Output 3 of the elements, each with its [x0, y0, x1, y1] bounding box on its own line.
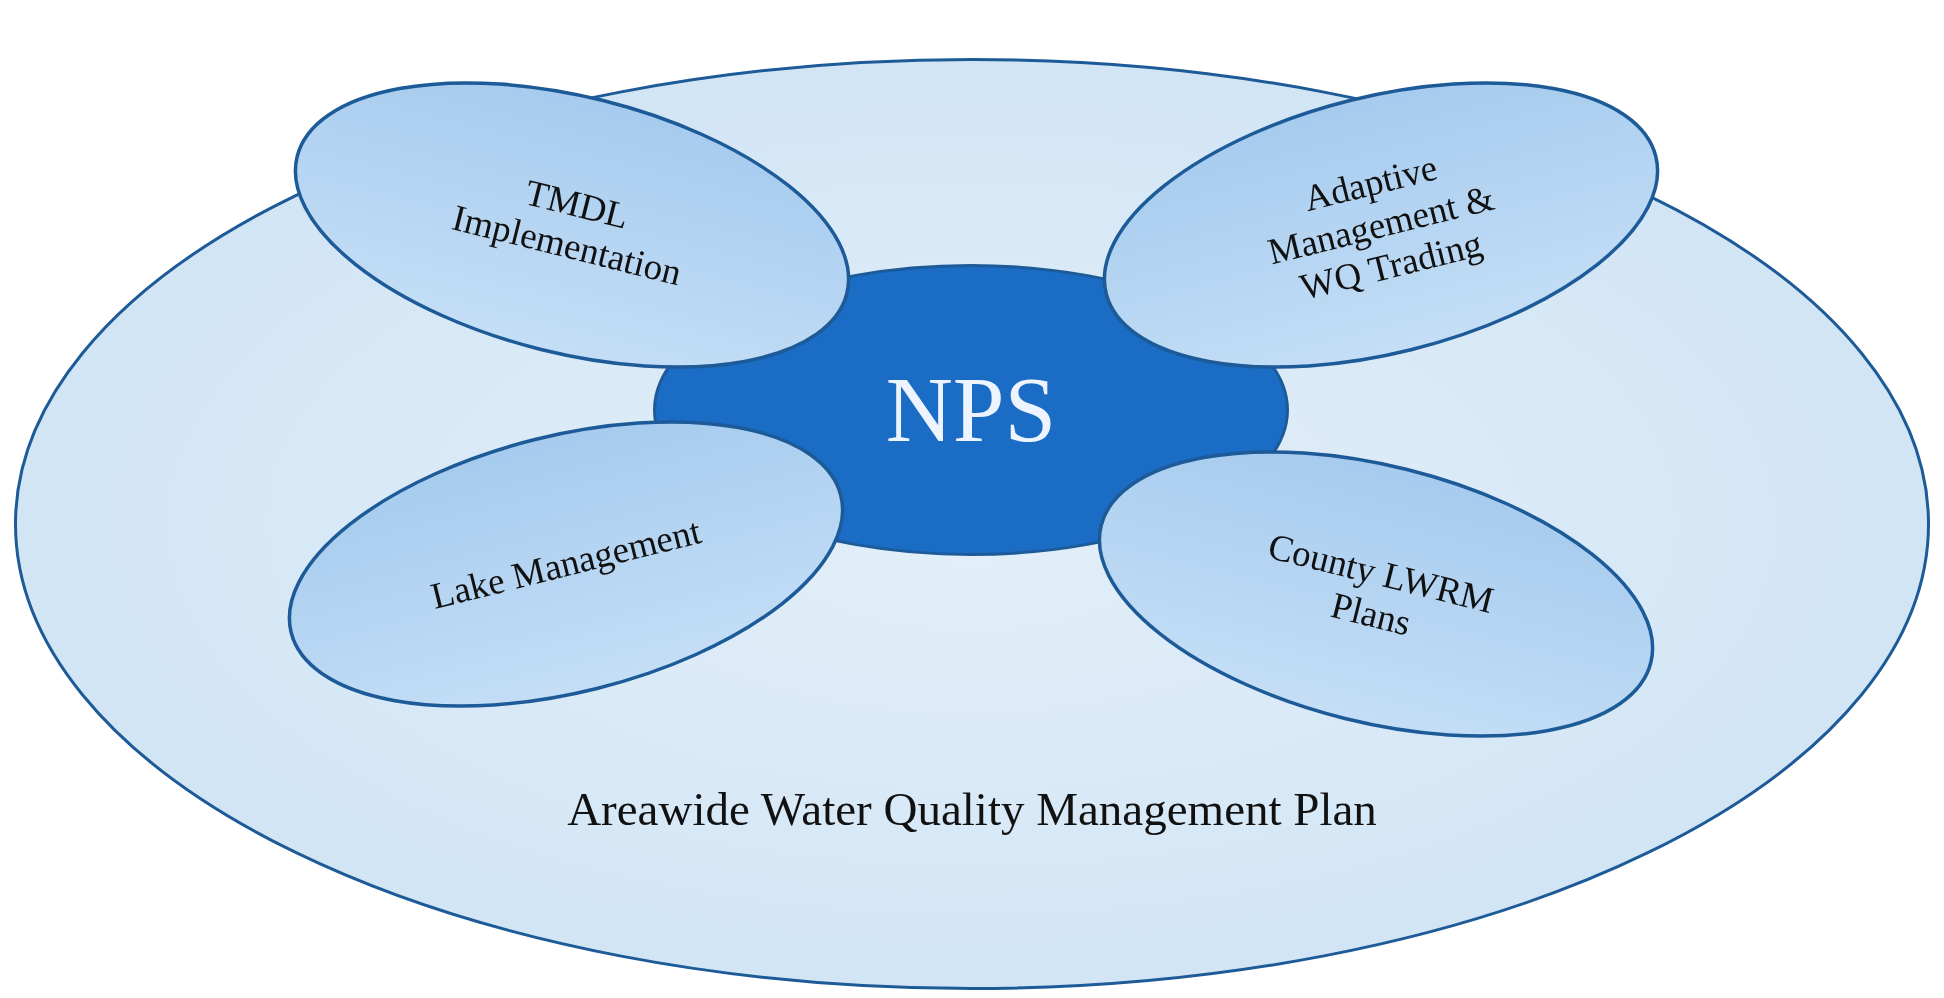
node-label: NPS [884, 356, 1058, 463]
node-label: County LWRM Plans [1263, 523, 1500, 646]
plan-title: Areawide Water Quality Management Plan [566, 782, 1378, 837]
